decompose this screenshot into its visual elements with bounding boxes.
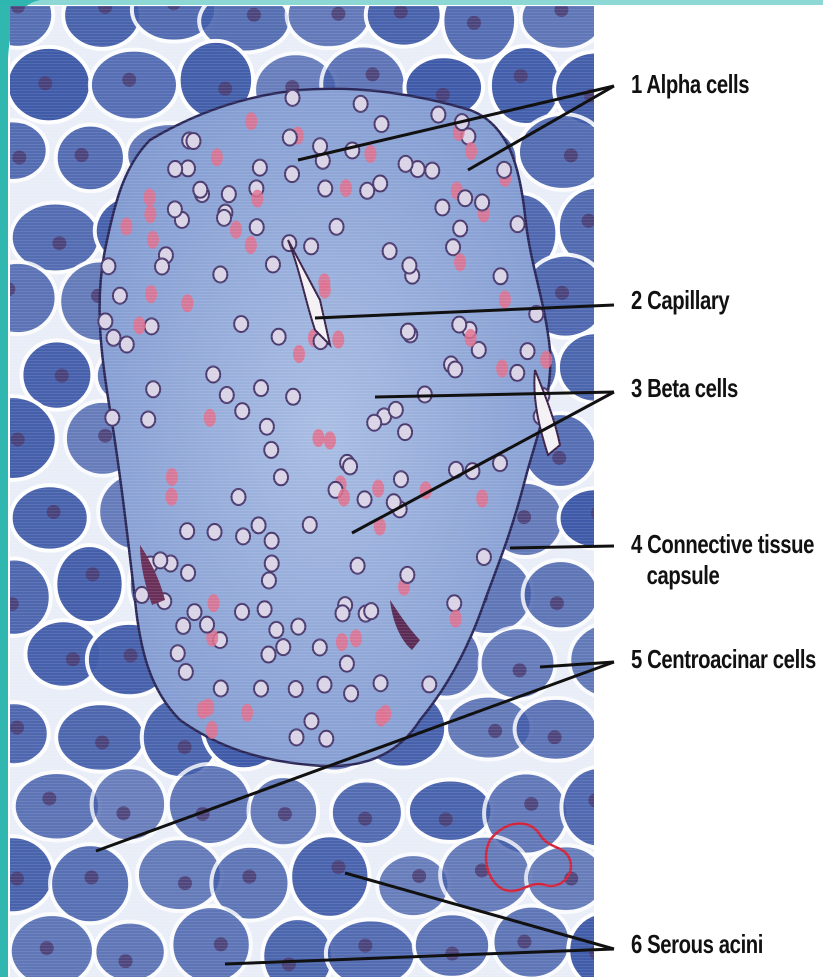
label-connective-tissue-capsule: 4 Connective tissue capsule <box>631 529 814 590</box>
frame-accent-top <box>0 0 823 5</box>
label-alpha-cells: 1 Alpha cells <box>631 69 749 100</box>
label-connective-line1: 4 Connective tissue <box>631 529 814 560</box>
label-capillary: 2 Capillary <box>631 285 729 316</box>
label-serous-acini: 6 Serous acini <box>631 929 763 960</box>
tissue-panel <box>0 0 649 977</box>
label-beta-cells: 3 Beta cells <box>631 373 738 404</box>
label-connective-line2: capsule <box>631 560 814 591</box>
leader-connective <box>510 546 614 548</box>
label-centroacinar-cells: 5 Centroacinar cells <box>631 644 816 675</box>
acinar-nucleus <box>598 368 612 382</box>
